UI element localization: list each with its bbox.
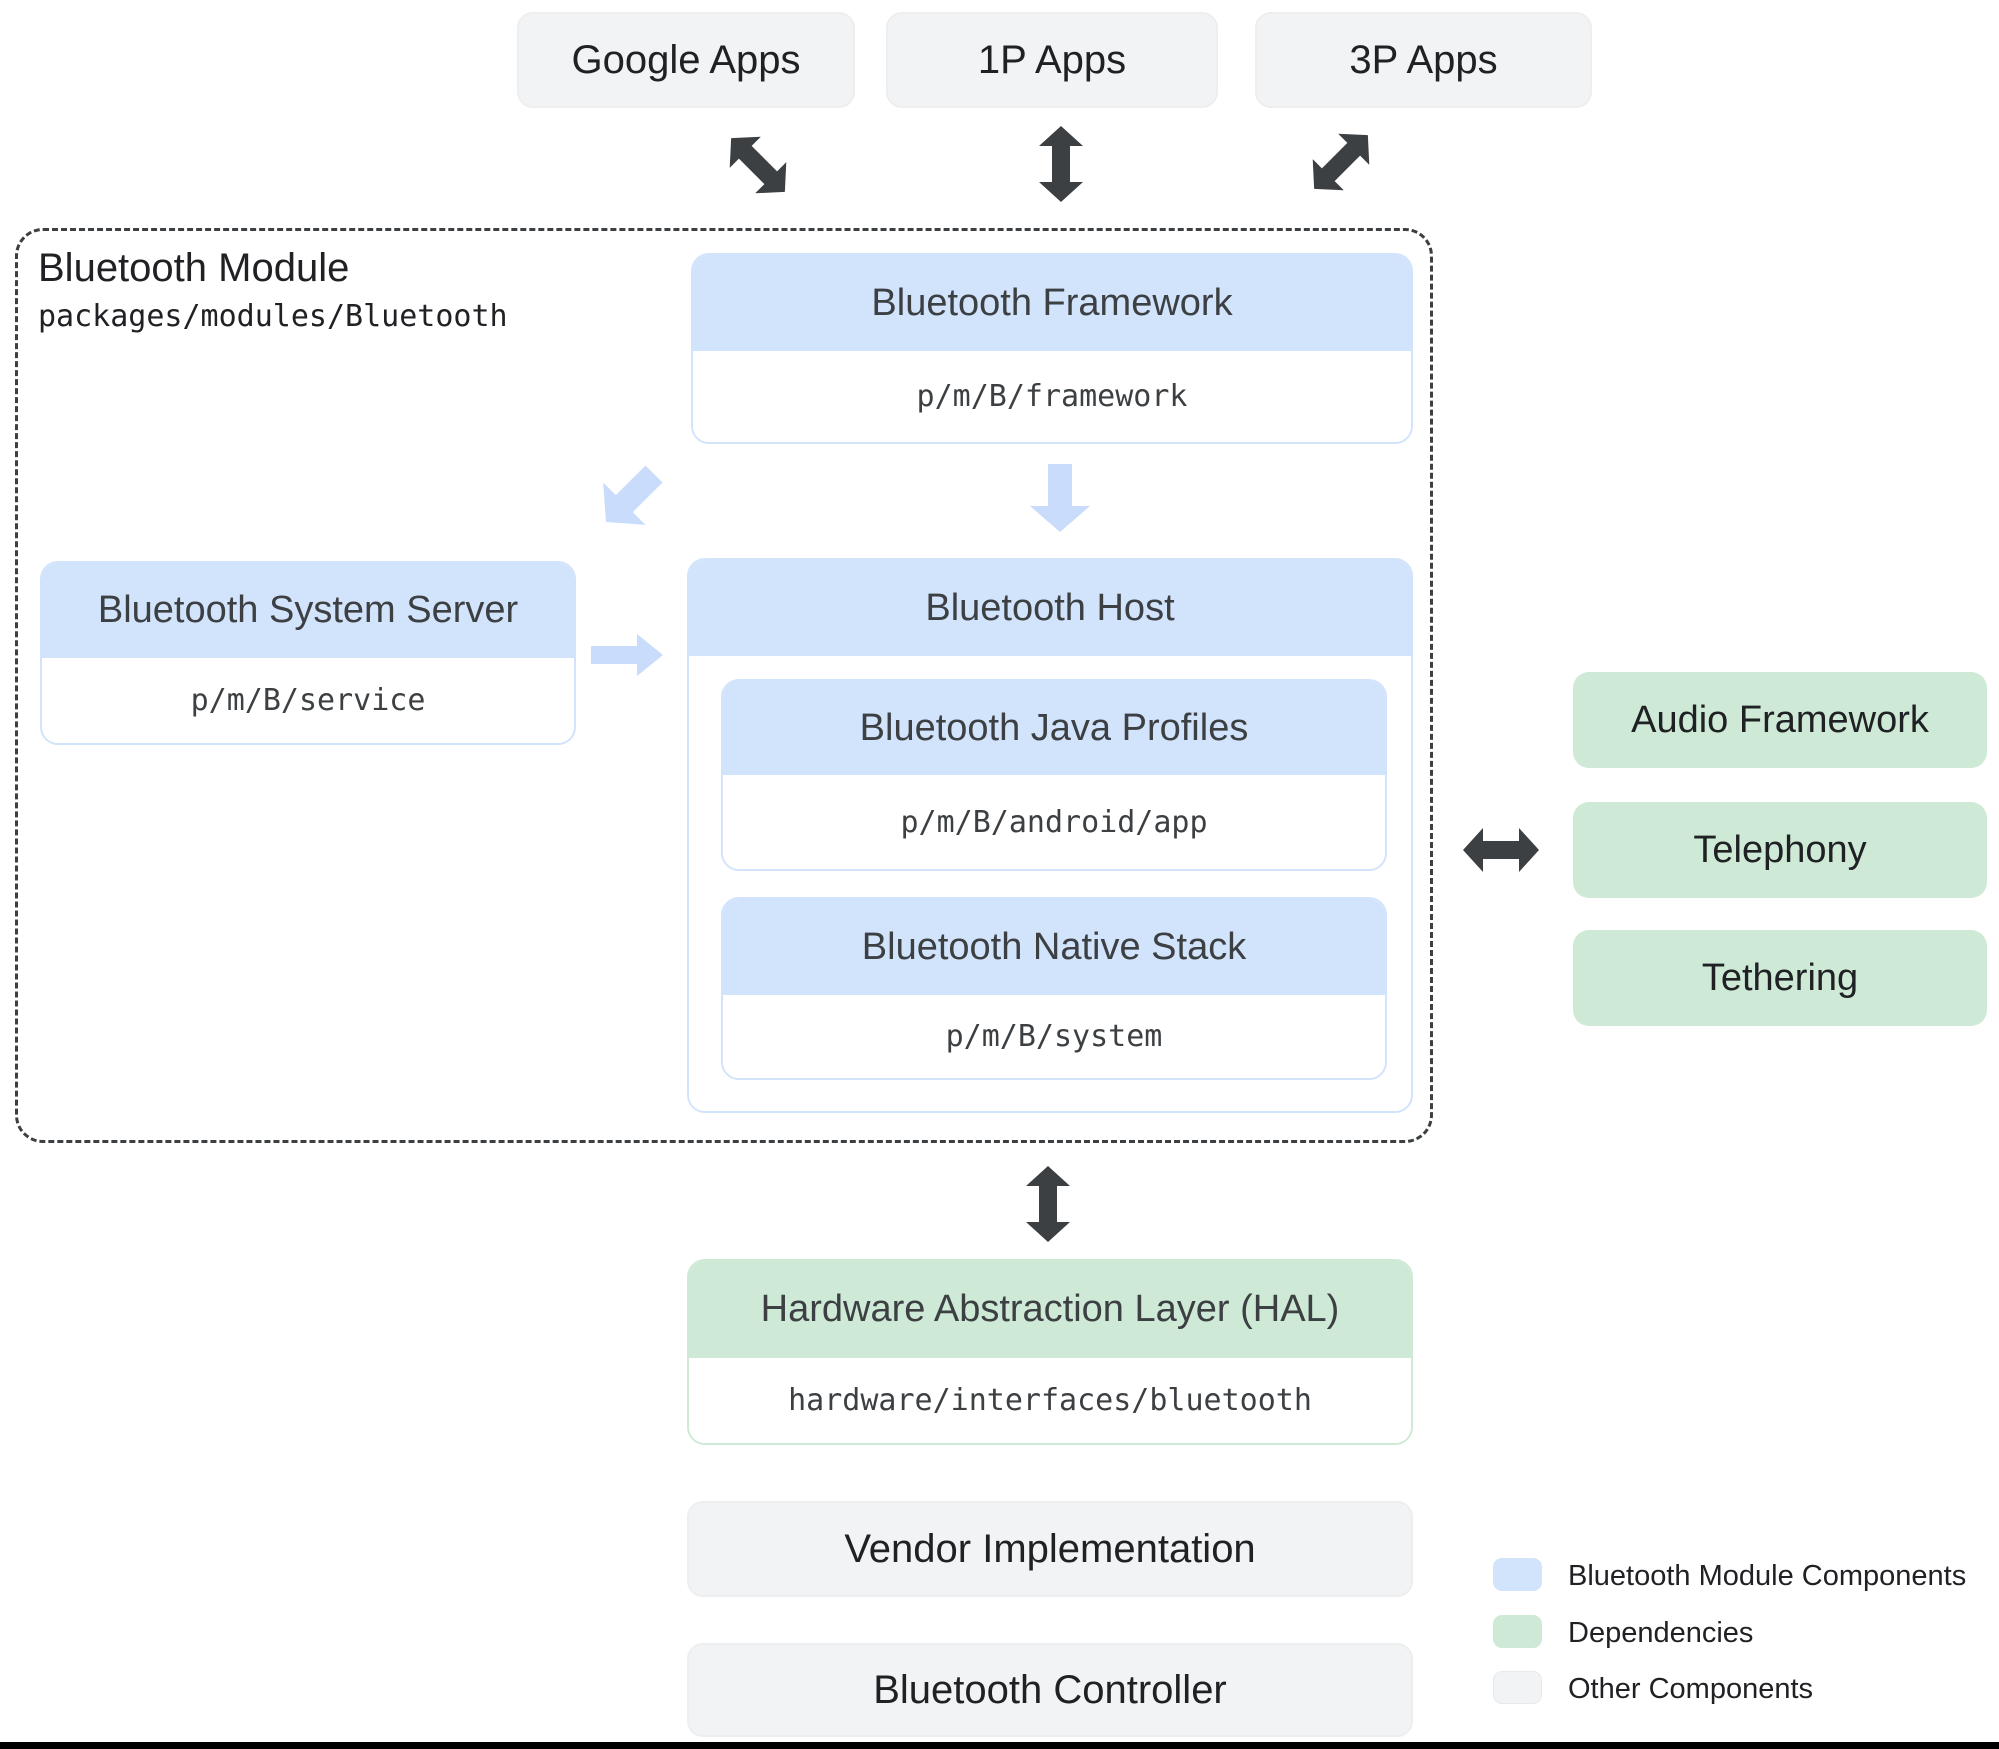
bottom-edge-bar [0,1742,1999,1749]
3p-apps-bidirectional-arrow-icon [1312,133,1370,191]
bluetooth-native-stack-box: Bluetooth Native Stack p/m/B/system [721,897,1387,1080]
framework-to-system-server-arrow-icon [603,465,663,525]
bluetooth-java-profiles-body: p/m/B/android/app [723,775,1385,869]
1p-apps-box: 1P Apps [886,12,1218,108]
bluetooth-system-server-body: p/m/B/service [42,658,574,743]
google-apps-box: Google Apps [517,12,855,108]
google-apps-label: Google Apps [571,37,801,82]
hal-header: Hardware Abstraction Layer (HAL) [689,1261,1411,1358]
module-to-hal-bidirectional-arrow-icon [1026,1166,1070,1242]
bluetooth-framework-body: p/m/B/framework [693,351,1411,442]
bluetooth-framework-path: p/m/B/framework [916,379,1188,414]
hal-title: Hardware Abstraction Layer (HAL) [760,1288,1340,1330]
tethering-box: Tethering [1573,930,1987,1026]
bluetooth-native-stack-header: Bluetooth Native Stack [723,899,1385,995]
telephony-box: Telephony [1573,802,1987,898]
bluetooth-java-profiles-header: Bluetooth Java Profiles [723,681,1385,775]
legend-label-dependencies: Dependencies [1568,1617,1754,1649]
audio-framework-label: Audio Framework [1631,698,1929,741]
bluetooth-system-server-title: Bluetooth System Server [97,589,519,631]
hal-box: Hardware Abstraction Layer (HAL) hardwar… [687,1259,1413,1445]
1p-apps-bidirectional-arrow-icon [1039,126,1083,202]
legend-swatch-dependencies [1493,1615,1542,1648]
legend-swatch-other-components [1493,1671,1542,1704]
hal-path: hardware/interfaces/bluetooth [788,1383,1312,1418]
bluetooth-controller-box: Bluetooth Controller [687,1643,1413,1737]
1p-apps-label: 1P Apps [977,37,1127,82]
legend-label-module-components: Bluetooth Module Components [1568,1560,1967,1592]
bluetooth-module-container [15,228,1433,1143]
3p-apps-box: 3P Apps [1255,12,1592,108]
bluetooth-native-stack-path: p/m/B/system [945,1019,1163,1054]
bluetooth-module-path: packages/modules/Bluetooth [38,299,508,334]
telephony-label: Telephony [1693,828,1867,871]
system-server-to-host-arrow-icon [591,634,663,676]
bluetooth-host-title: Bluetooth Host [925,586,1175,629]
bluetooth-controller-label: Bluetooth Controller [873,1667,1227,1712]
framework-to-host-arrow-icon [1030,464,1090,532]
tethering-label: Tethering [1701,956,1859,999]
google-apps-bidirectional-arrow-icon [729,136,787,194]
bluetooth-java-profiles-path: p/m/B/android/app [900,804,1208,840]
bluetooth-framework-title: Bluetooth Framework [871,281,1233,324]
legend-swatch-module-components [1493,1558,1542,1591]
audio-framework-box: Audio Framework [1573,672,1987,768]
hal-body: hardware/interfaces/bluetooth [689,1358,1411,1443]
bluetooth-system-server-box: Bluetooth System Server p/m/B/service [40,561,576,745]
vendor-implementation-box: Vendor Implementation [687,1501,1413,1597]
bluetooth-framework-header: Bluetooth Framework [693,255,1411,351]
bluetooth-system-server-header: Bluetooth System Server [42,563,574,658]
module-to-dependencies-bidirectional-arrow-icon [1463,828,1539,872]
legend-label-other-components: Other Components [1568,1673,1814,1705]
bluetooth-framework-box: Bluetooth Framework p/m/B/framework [691,253,1413,444]
bluetooth-java-profiles-title: Bluetooth Java Profiles [859,706,1249,749]
bluetooth-system-server-path: p/m/B/service [190,683,426,718]
bluetooth-native-stack-body: p/m/B/system [723,995,1385,1078]
vendor-implementation-label: Vendor Implementation [844,1526,1256,1571]
bluetooth-host-header: Bluetooth Host [689,560,1411,656]
bluetooth-native-stack-title: Bluetooth Native Stack [861,925,1247,968]
3p-apps-label: 3P Apps [1349,37,1498,82]
bluetooth-java-profiles-box: Bluetooth Java Profiles p/m/B/android/ap… [721,679,1387,871]
bluetooth-module-title: Bluetooth Module [38,246,350,290]
